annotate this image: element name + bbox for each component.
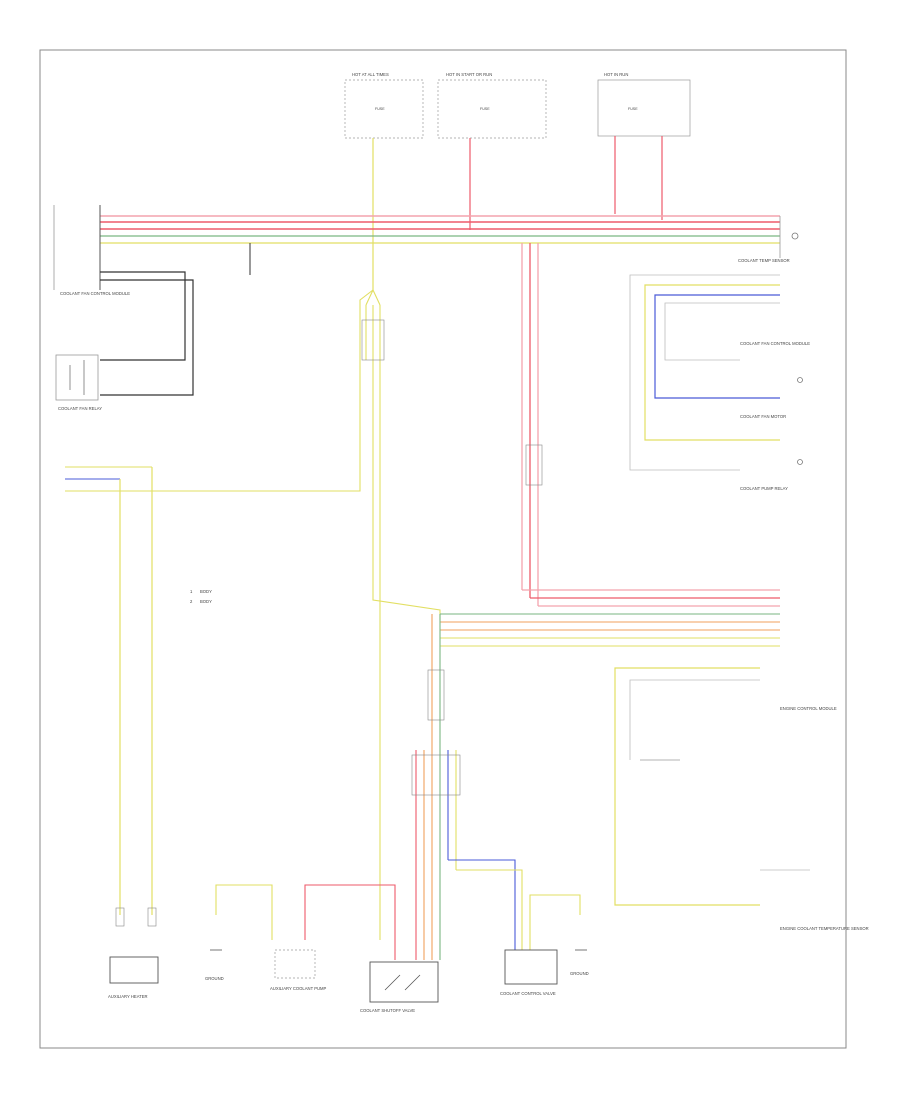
ground-right: GROUND: [570, 949, 589, 976]
coolant-fan-control-module: COOLANT FAN CONTROL MODULE: [60, 271, 194, 396]
top-fuse-block-right-label: FUSE: [628, 107, 638, 111]
coolant-fan-relay-label: COOLANT FAN RELAY: [58, 406, 102, 411]
auxiliary-heater: AUXILIARY HEATER: [108, 956, 159, 999]
top-fuse-block-center: HOT IN START OR RUN FUSE: [437, 72, 547, 139]
top-fuse-block-center-title: HOT IN START OR RUN: [446, 72, 492, 77]
wire-yellow-long-run: [120, 289, 374, 492]
main-bus: [100, 215, 780, 244]
right-connector-group: [440, 613, 780, 647]
legend-item-1-id: 1: [190, 589, 193, 594]
top-fuse-block-center-label: FUSE: [480, 107, 490, 111]
wire-yellow-to-valve: [456, 869, 523, 950]
splice-bundle-left: [365, 289, 381, 360]
engine-control-module-label: ENGINE CONTROL MODULE: [780, 706, 837, 711]
ground-left: GROUND: [205, 884, 273, 981]
right-switch-symbols: [797, 377, 803, 465]
auxiliary-heater-label: AUXILIARY HEATER: [108, 994, 148, 999]
coolant-pump-relay-label: COOLANT PUMP RELAY: [740, 486, 788, 491]
left-wire-group: [65, 466, 153, 915]
top-fuse-block-left-title: HOT AT ALL TIMES: [352, 72, 389, 77]
coolant-control-valve: COOLANT CONTROL VALVE: [500, 949, 558, 996]
wire-blue-to-valve: [448, 859, 516, 950]
top-fuse-block-right: HOT IN RUN FUSE: [597, 72, 691, 137]
coolant-fan-control-module-right-label: COOLANT FAN CONTROL MODULE: [740, 341, 810, 346]
wire-yellow-branch: [372, 360, 441, 620]
engine-coolant-temp-sensor-label: ENGINE COOLANT TEMPERATURE SENSOR: [780, 926, 869, 931]
legend: 1 BODY 2 BODY: [190, 589, 212, 604]
diagram-frame: [39, 49, 847, 1049]
connector-marks: [115, 319, 543, 927]
top-fuse-block-left: HOT AT ALL TIMES FUSE: [344, 72, 424, 139]
coolant-shutoff-valve-label: COOLANT SHUTOFF VALVE: [360, 1008, 415, 1013]
ground-right-label: GROUND: [570, 971, 589, 976]
center-harness: [415, 614, 457, 960]
ground-left-label: GROUND: [205, 976, 224, 981]
engine-control-module: ENGINE CONTROL MODULE: [614, 667, 837, 906]
top-fuse-block-left-label: FUSE: [375, 107, 385, 111]
auxiliary-coolant-pump: AUXILIARY COOLANT PUMP: [270, 884, 396, 991]
coolant-fan-relay: COOLANT FAN RELAY: [55, 354, 102, 411]
coolant-temp-sensor-label: COOLANT TEMP SENSOR: [738, 258, 790, 263]
auxiliary-coolant-pump-label: AUXILIARY COOLANT PUMP: [270, 986, 327, 991]
engine-coolant-temp-sensor: ENGINE COOLANT TEMPERATURE SENSOR: [760, 869, 869, 931]
legend-item-2-id: 2: [190, 599, 193, 604]
legend-item-1-text: BODY: [200, 589, 212, 594]
coolant-control-valve-label: COOLANT CONTROL VALVE: [500, 991, 556, 996]
coolant-shutoff-valve: COOLANT SHUTOFF VALVE: [360, 961, 439, 1013]
coolant-fan-motor-label: COOLANT FAN MOTOR: [740, 414, 786, 419]
legend-item-2-text: BODY: [200, 599, 212, 604]
coolant-temp-sensor: COOLANT TEMP SENSOR: [738, 216, 799, 263]
right-fan-wires: [629, 274, 780, 471]
top-fuse-block-right-title: HOT IN RUN: [604, 72, 628, 77]
wire-yellow-to-ground-right: [529, 894, 581, 950]
center-vertical-wires: [521, 243, 780, 607]
coolant-fan-control-module-label: COOLANT FAN CONTROL MODULE: [60, 291, 130, 296]
